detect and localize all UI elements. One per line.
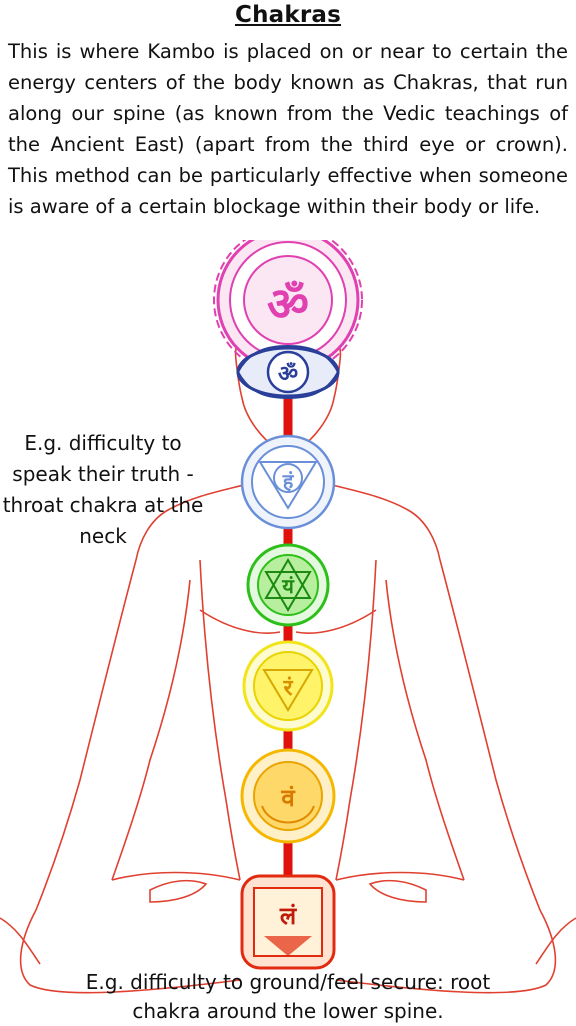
svg-text:वं: वं — [280, 784, 296, 812]
svg-text:यं: यं — [281, 574, 295, 598]
svg-text:हं: हं — [282, 469, 295, 493]
intro-paragraph: This is where Kambo is placed on or near… — [8, 40, 568, 218]
root-chakra-note: E.g. difficulty to ground/feel secure: r… — [85, 970, 491, 1023]
heart-chakra-icon: यं — [246, 543, 330, 627]
body-outline — [0, 317, 576, 994]
svg-text:लं: लं — [279, 902, 298, 930]
root-chakra-icon: लं — [240, 874, 336, 970]
throat-chakra-note: E.g. difficulty to speak their truth - t… — [2, 431, 204, 548]
solar-plexus-chakra-icon: रं — [242, 640, 334, 732]
svg-text:ॐ: ॐ — [267, 277, 309, 331]
svg-text:ॐ: ॐ — [278, 362, 298, 387]
throat-chakra-icon: हं — [240, 434, 336, 530]
third-eye-chakra-icon: ॐ — [236, 344, 340, 400]
svg-text:रं: रं — [283, 676, 294, 701]
chakra-body-figure: ॐ ॐ हं यं रं वं लं — [0, 240, 576, 994]
page-title: Chakras — [234, 2, 342, 28]
sacral-chakra-icon: वं — [240, 748, 336, 844]
